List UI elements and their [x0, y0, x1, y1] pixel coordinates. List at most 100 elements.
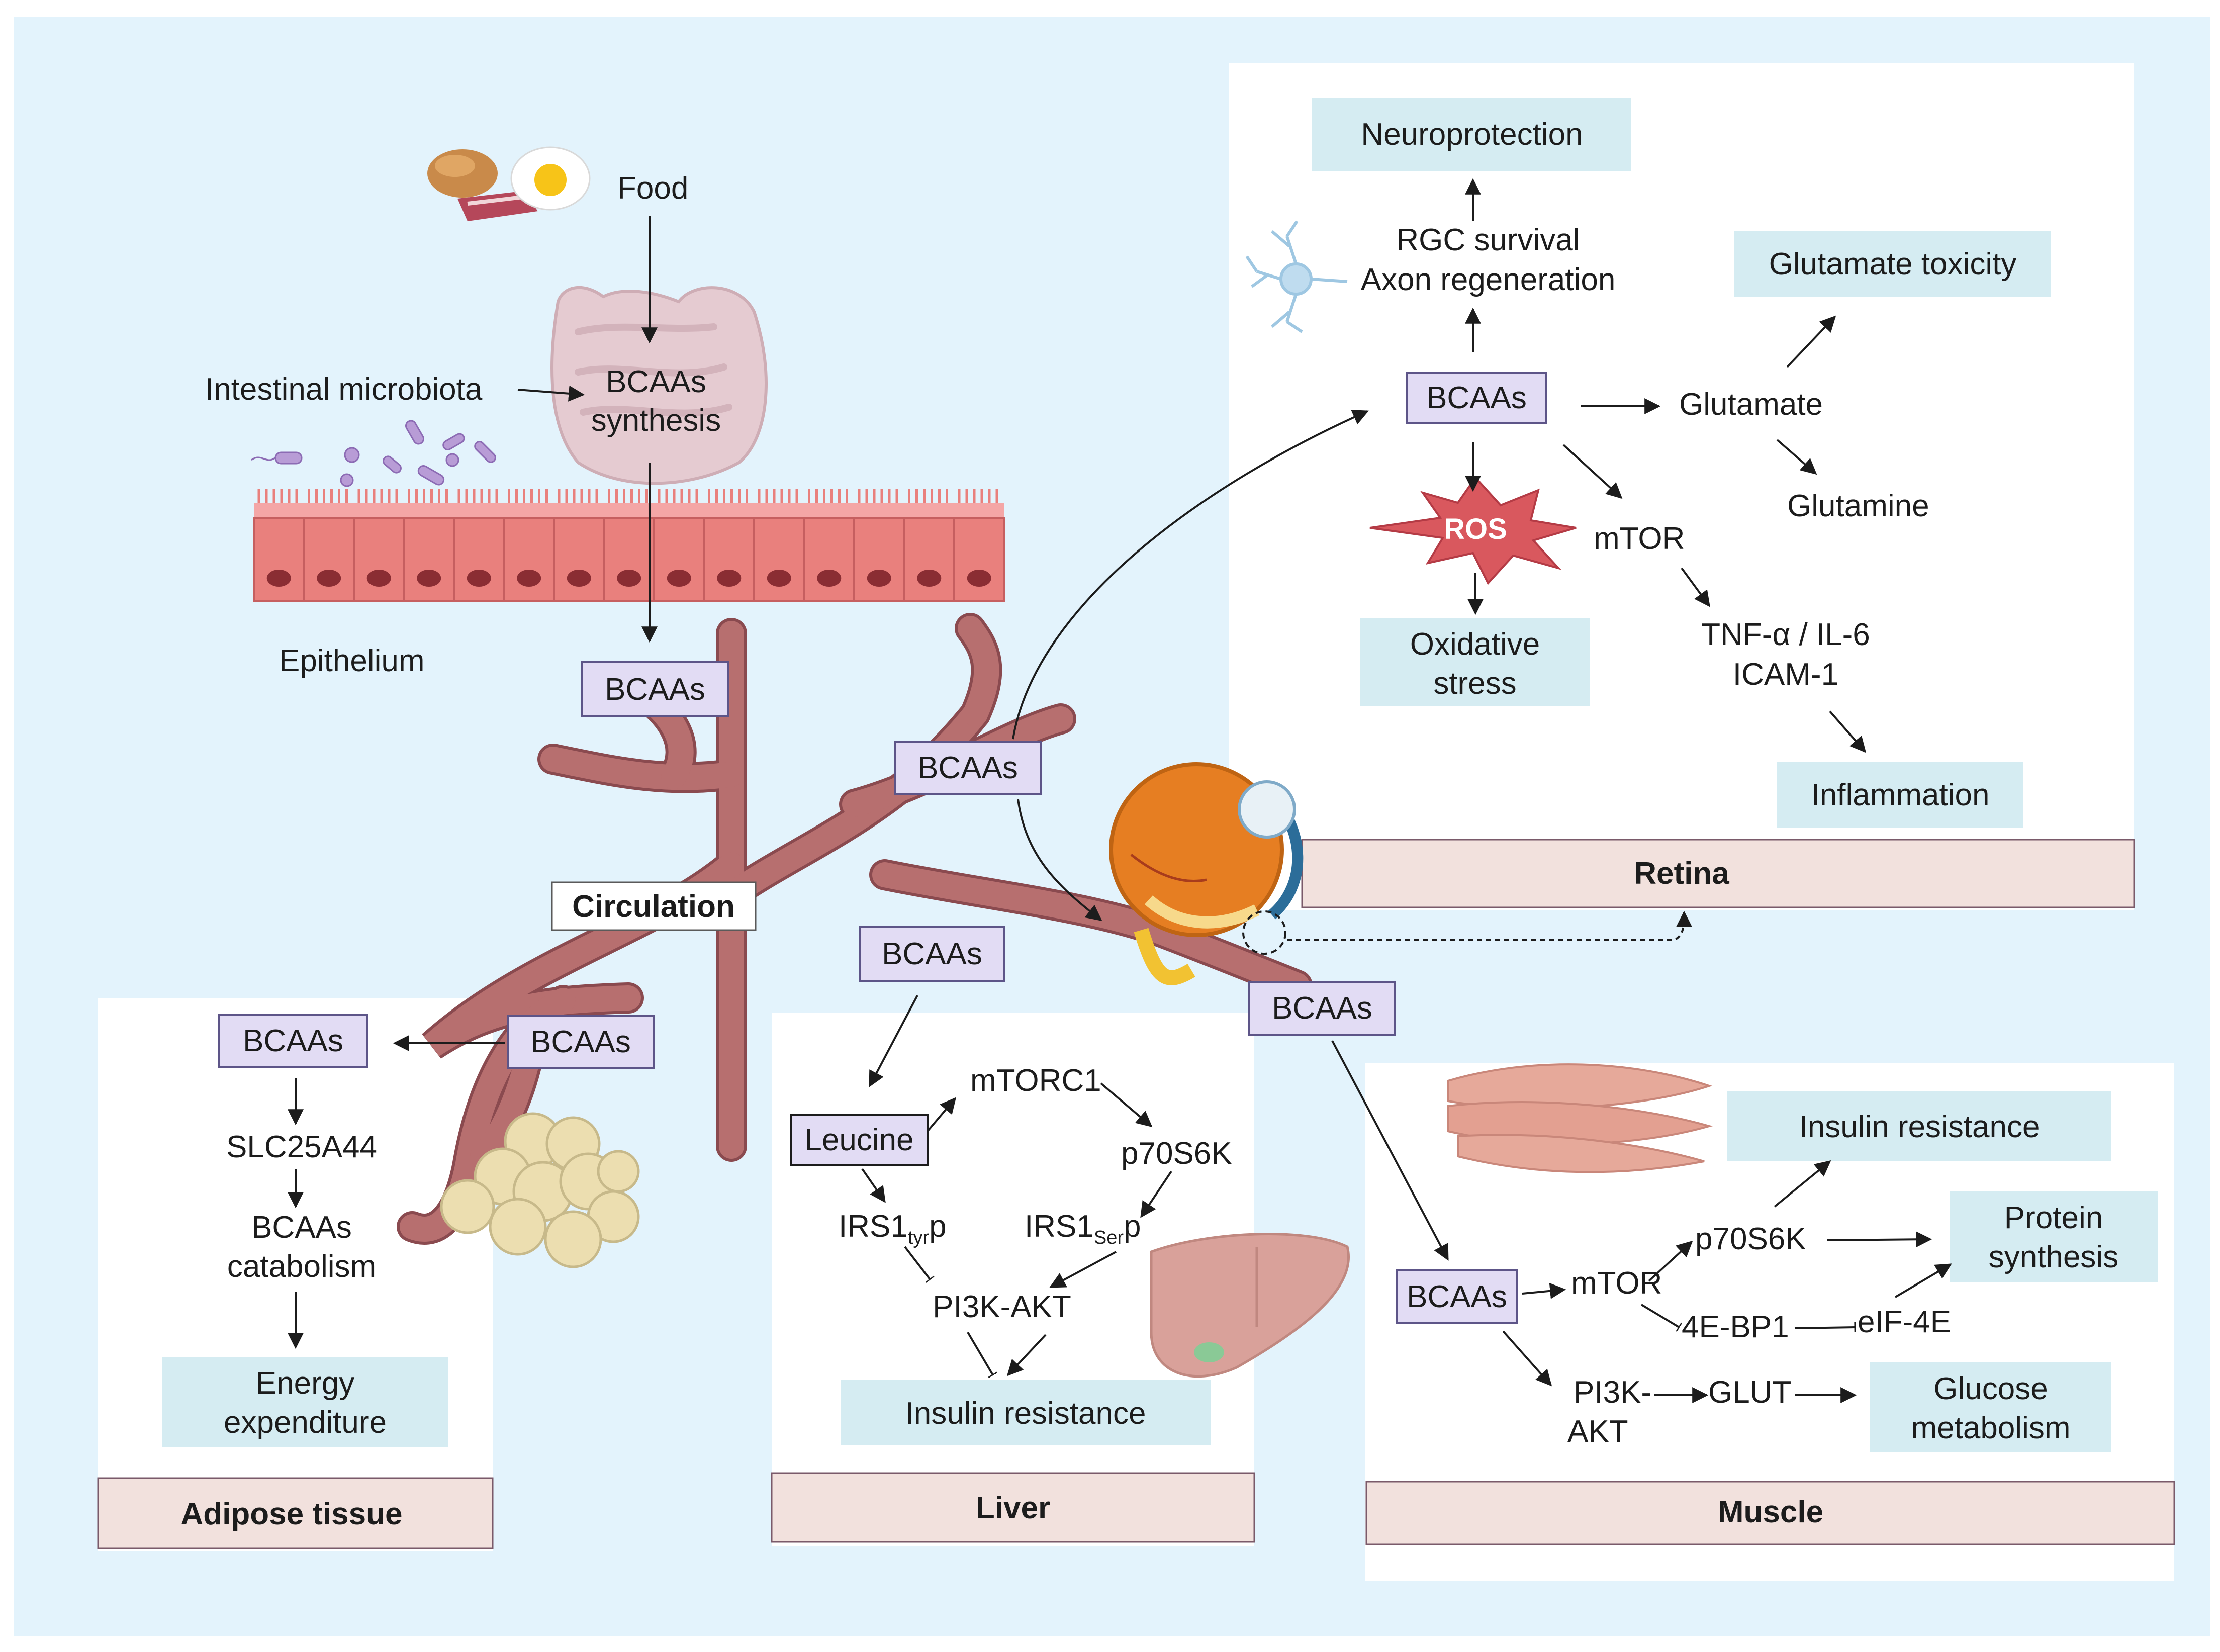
glutamate-label: Glutamate [1679, 387, 1823, 422]
svg-text:BCAAs: BCAAs [605, 672, 705, 707]
epithelial-cell [703, 517, 755, 602]
retina-title: Retina [1634, 856, 1729, 891]
cell-nucleus [417, 570, 441, 587]
svg-text:BCAAs: BCAAs [882, 937, 982, 971]
inflammation-box: Inflammation [1777, 762, 2023, 828]
bcaas-node-liver-vessel: BCAAs [859, 926, 1005, 982]
glucose-metabolism-box: Glucose metabolism [1870, 1362, 2111, 1452]
muscle-illustration [1447, 1063, 1713, 1173]
cell-nucleus [467, 570, 491, 587]
svg-text:Inflammation: Inflammation [1811, 778, 1990, 812]
cell-nucleus [266, 570, 291, 587]
cell-nucleus [567, 570, 591, 587]
glut-label: GLUT [1708, 1375, 1791, 1410]
protein-synthesis-box: Protein synthesis [1950, 1191, 2158, 1282]
svg-text:stress: stress [1433, 666, 1516, 701]
energy-expenditure-box: Energy expenditure [162, 1357, 448, 1447]
food-illustration [427, 146, 591, 221]
retina-title-bar: Retina [1301, 839, 2135, 908]
food-label: Food [617, 171, 688, 206]
neuron-illustration [1245, 220, 1348, 333]
svg-text:Leucine: Leucine [804, 1123, 913, 1157]
catabolism-label-1: BCAAs [251, 1210, 352, 1245]
adipose-title: Adipose tissue [181, 1497, 403, 1531]
epithelial-cell [253, 517, 305, 602]
retina-mtor-label: mTOR [1594, 521, 1685, 556]
slc25a44-label: SLC25A44 [226, 1130, 377, 1164]
liver-title: Liver [976, 1491, 1050, 1525]
neuroprotection-box: Neuroprotection [1312, 98, 1631, 171]
adipose-title-bar: Adipose tissue [97, 1477, 494, 1549]
liver-title-bar: Liver [771, 1472, 1255, 1543]
bcaas-node-adipose-vessel: BCAAs [507, 1015, 655, 1069]
svg-text:Neuroprotection: Neuroprotection [1361, 117, 1583, 152]
muscle-p70s6k-label: p70S6K [1695, 1222, 1806, 1256]
svg-text:Insulin resistance: Insulin resistance [905, 1396, 1146, 1431]
cell-nucleus [317, 570, 341, 587]
ros-label: ROS [1444, 513, 1507, 545]
adipocyte-illustration [440, 1112, 640, 1268]
liver-pi3k-label: PI3K-AKT [933, 1290, 1071, 1324]
svg-text:BCAAs: BCAAs [1272, 991, 1372, 1026]
circulation-label-box: Circulation [551, 881, 757, 931]
synthesis-label-1: BCAAs [606, 364, 706, 399]
epithelial-cell [803, 517, 855, 602]
epithelium-illustration [253, 489, 1005, 602]
bcaas-node-muscle: BCAAs [1396, 1269, 1518, 1324]
cell-nucleus [667, 570, 691, 587]
liver-p70s6k-label: p70S6K [1121, 1136, 1232, 1171]
tnf-label: TNF-α / IL-6 [1701, 617, 1870, 652]
muscle-title-bar: Muscle [1365, 1481, 2175, 1545]
svg-text:Oxidative: Oxidative [1410, 627, 1540, 662]
epithelial-cell [603, 517, 655, 602]
cell-nucleus [767, 570, 791, 587]
svg-text:expenditure: expenditure [224, 1405, 387, 1440]
axon-regeneration-label: Axon regeneration [1361, 262, 1616, 297]
cell-nucleus [917, 570, 942, 587]
microbiota-label: Intestinal microbiota [205, 372, 483, 407]
cell-nucleus [717, 570, 742, 587]
epithelial-cell [503, 517, 555, 602]
bcaas-node-retina-vessel: BCAAs [894, 741, 1042, 795]
svg-text:BCAAs: BCAAs [243, 1024, 343, 1058]
irs1-tyr-label: IRS1tyrp [839, 1209, 947, 1248]
svg-text:BCAAs: BCAAs [1407, 1279, 1507, 1314]
epithelium-label: Epithelium [279, 644, 424, 678]
oxidative-stress-box: Oxidative stress [1360, 618, 1590, 706]
rgc-survival-label: RGC survival [1396, 223, 1580, 257]
epithelial-cell [303, 517, 355, 602]
cell-nucleus [517, 570, 541, 587]
epithelial-cell [403, 517, 455, 602]
epithelial-cell [753, 517, 805, 602]
muscle-pi3k-label-1: PI3K- [1574, 1375, 1651, 1410]
svg-text:Protein: Protein [2004, 1201, 2103, 1235]
bcaas-node-retina: BCAAs [1406, 372, 1547, 424]
epithelial-cell [453, 517, 505, 602]
bcaas-node-circulation: BCAAs [581, 661, 729, 717]
epithelial-cell [953, 517, 1005, 602]
muscle-pi3k-label-2: AKT [1567, 1414, 1628, 1449]
muscle-title: Muscle [1718, 1495, 1823, 1529]
muscle-mtor-label: mTOR [1571, 1266, 1662, 1301]
cell-nucleus [817, 570, 842, 587]
svg-text:BCAAs: BCAAs [1426, 381, 1527, 415]
catabolism-label-2: catabolism [227, 1249, 376, 1284]
mtorc1-label: mTORC1 [970, 1063, 1101, 1098]
svg-text:Energy: Energy [256, 1366, 354, 1401]
svg-text:BCAAs: BCAAs [530, 1025, 631, 1059]
cell-nucleus [967, 570, 991, 587]
icam-label: ICAM-1 [1733, 657, 1838, 692]
svg-text:metabolism: metabolism [1911, 1411, 2071, 1445]
circulation-label: Circulation [572, 889, 735, 924]
glutamine-label: Glutamine [1787, 489, 1929, 523]
bcaas-node-adipose: BCAAs [218, 1014, 368, 1068]
ros-burst: ROS [1369, 476, 1577, 585]
leucine-node: Leucine [790, 1114, 929, 1166]
cell-nucleus [867, 570, 891, 587]
glutamate-toxicity-box: Glutamate toxicity [1734, 231, 2051, 297]
liver-insulin-resistance-box: Insulin resistance [841, 1380, 1211, 1445]
epithelial-cell [853, 517, 905, 602]
synthesis-label-2: synthesis [591, 403, 721, 438]
epithelial-cell [903, 517, 955, 602]
